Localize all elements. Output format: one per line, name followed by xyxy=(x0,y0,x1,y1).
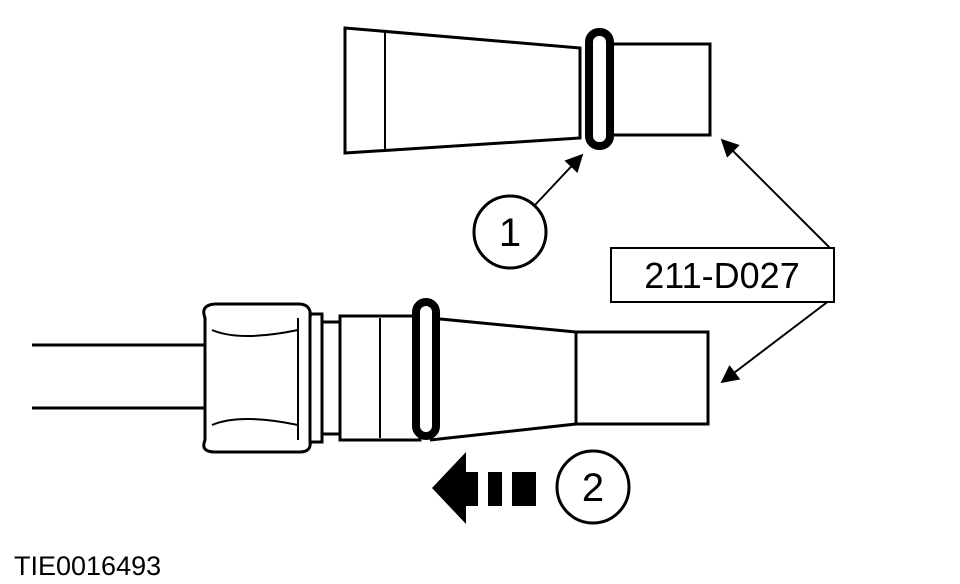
figure-reference-code: TIE0016493 xyxy=(14,551,162,581)
tapered-male-end xyxy=(429,316,578,442)
tool-label: 211-D027 xyxy=(610,247,835,303)
callout-1-number: 1 xyxy=(499,211,521,255)
callout-1: 1 xyxy=(472,153,584,270)
leader-to-upper-tool xyxy=(720,138,831,249)
hex-nut xyxy=(202,302,312,454)
collar-ring-1 xyxy=(308,312,324,444)
hex-nut-face-lower xyxy=(211,418,299,426)
leader-to-lower-tool xyxy=(720,299,831,384)
tool-label-box xyxy=(610,247,835,303)
o-ring-upper xyxy=(585,28,614,150)
push-arrow-shaft-1 xyxy=(466,472,478,506)
tool-upper-body xyxy=(343,26,582,155)
callout-2: 2 xyxy=(432,449,631,525)
push-arrow-shaft-2 xyxy=(488,472,502,506)
push-arrow-head xyxy=(432,452,466,524)
tool-label-leaders xyxy=(720,138,831,384)
tool-upper xyxy=(343,26,712,155)
callout-2-circle xyxy=(555,449,631,525)
hex-nut-face-upper xyxy=(211,329,299,337)
o-ring-lower xyxy=(412,298,440,440)
collar-ring-2 xyxy=(320,320,342,436)
tool-label-text: 211-D027 xyxy=(644,255,799,296)
callout-2-number: 2 xyxy=(582,466,604,510)
callout-1-circle xyxy=(472,194,548,270)
tool-upper-cylinder xyxy=(608,42,712,137)
callout-1-leader xyxy=(534,153,584,206)
push-arrow-shaft-3 xyxy=(512,472,536,506)
fitting-lower xyxy=(32,298,710,454)
tube-tip xyxy=(574,330,710,426)
